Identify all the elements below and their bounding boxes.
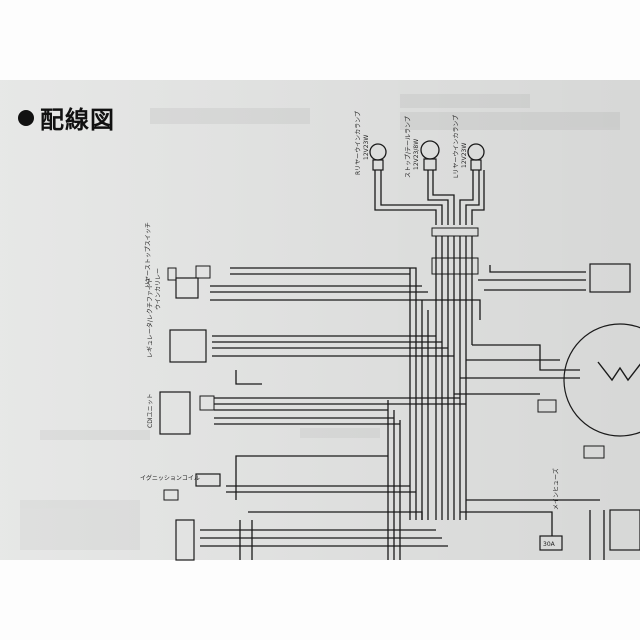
- cdi-unit: [159, 391, 215, 435]
- rear-connector: [431, 227, 479, 275]
- label-rating-stop: 12V23/8W: [413, 139, 420, 170]
- label-main-fuse: メインヒューズ: [552, 468, 560, 510]
- winker-wires: [210, 285, 481, 320]
- label-rating-left: 12V23W: [461, 143, 468, 168]
- label-rating-right: 12V23W: [363, 135, 370, 160]
- label-stop-tail: ストップ/テールランプ: [405, 116, 412, 178]
- stop-switch-wires: [230, 267, 417, 280]
- label-fuse-30a: 30A: [543, 541, 556, 548]
- bottom-left-connector: [175, 519, 195, 561]
- rectifier: [169, 329, 207, 363]
- battery: [609, 509, 640, 551]
- coil-wires: [226, 455, 423, 560]
- fuse-30a: [539, 535, 563, 551]
- bleed-through: [20, 94, 620, 550]
- cdi-wires: [214, 397, 466, 425]
- fuse-wires: [460, 499, 605, 560]
- label-rear-turn-right: Rリヤーウインカランプ: [354, 111, 362, 175]
- right-terminals: [537, 399, 605, 459]
- heading-title: 配線図: [40, 106, 115, 134]
- manual-page: [0, 80, 640, 560]
- ignition-coil: [163, 473, 221, 501]
- label-cdi-unit: CDIユニット: [147, 393, 154, 428]
- label-winker-relay: ウインカリレー: [154, 268, 162, 310]
- bottom-left-wires: [200, 529, 448, 547]
- label-rear-stop-switch: リヤーストップスイッチ: [145, 222, 152, 288]
- section-heading: 配線図: [18, 100, 115, 135]
- rear-stop-switch: [167, 265, 211, 281]
- lamp-harness: [374, 170, 485, 225]
- right-wires: [454, 265, 586, 395]
- label-ignition-coil: イグニッションコイル: [140, 474, 200, 482]
- winker-relay: [175, 277, 199, 299]
- stop-tail-lamp: [420, 140, 440, 171]
- rectifier-wires: [212, 335, 454, 385]
- right-connector: [589, 263, 631, 293]
- label-rectifier: レギュレータ/レクチファイヤ: [146, 278, 154, 358]
- label-rear-turn-left: Lリヤーウインカランプ: [452, 115, 460, 178]
- rear-turn-left-lamp: [467, 143, 485, 171]
- rear-turn-right-lamp: [369, 143, 387, 171]
- generator: [563, 323, 640, 437]
- heading-bullet-icon: [18, 109, 34, 126]
- page-shading: [0, 80, 640, 560]
